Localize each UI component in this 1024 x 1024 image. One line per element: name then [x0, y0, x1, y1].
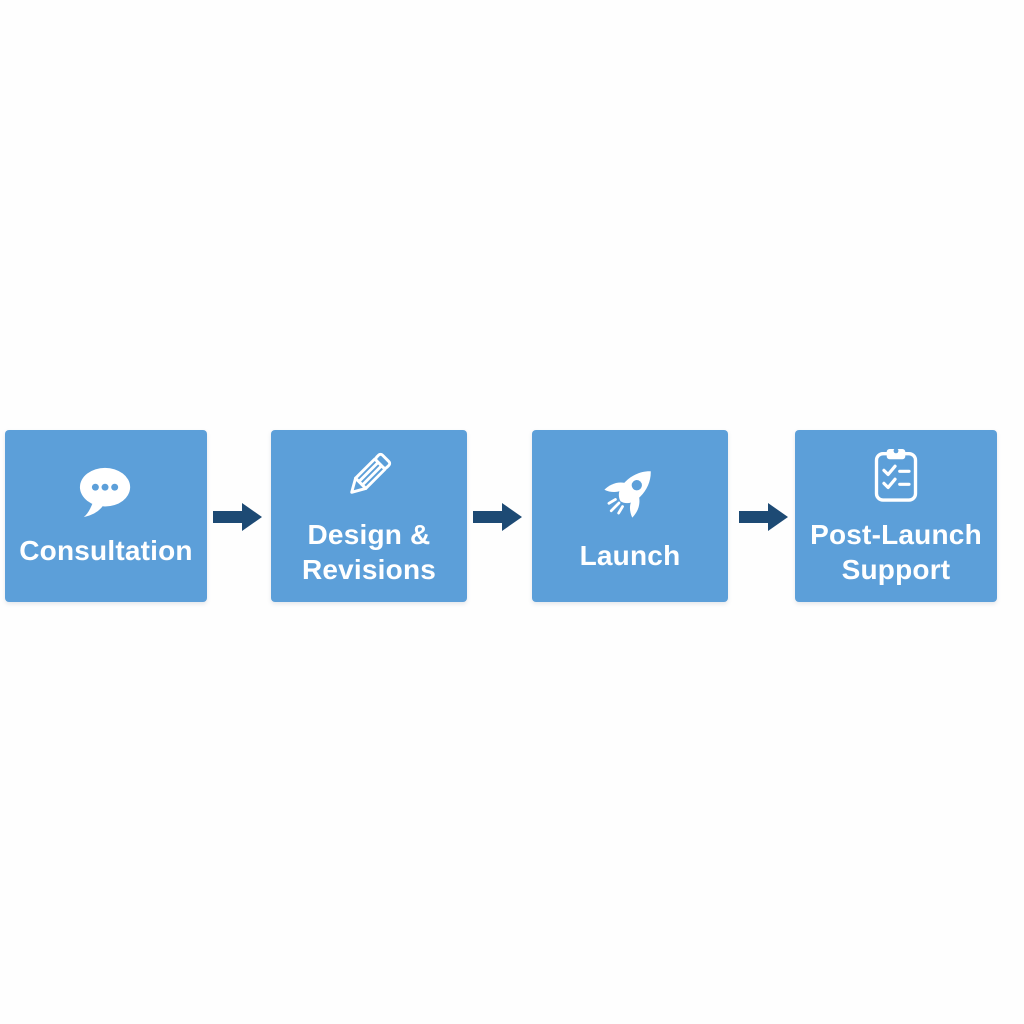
clipboard-checklist-icon	[874, 447, 918, 502]
step-label-line: Launch	[579, 540, 681, 571]
step-label-line: Consultation	[19, 535, 193, 566]
step-consultation: Consultation	[5, 430, 207, 602]
arrow-right-icon	[213, 503, 262, 531]
rocket-icon	[604, 471, 651, 518]
step-label: Design & Revisions	[302, 517, 436, 587]
step-post-launch-support: Post-Launch Support	[795, 430, 997, 602]
step-design-revisions: Design & Revisions	[271, 430, 467, 602]
step-label-line: Design &	[307, 518, 431, 550]
step-label: Launch	[580, 538, 681, 573]
step-launch: Launch	[532, 430, 728, 602]
step-label-line: Support	[841, 553, 951, 585]
pencil-icon	[350, 452, 392, 494]
step-label: Consultation	[19, 533, 193, 568]
step-label: Post-Launch Support	[810, 517, 982, 587]
step-label-line: Post-Launch	[810, 518, 982, 550]
arrow-right-icon	[473, 503, 522, 531]
step-label-line: Revisions	[301, 553, 437, 585]
chat-bubble-icon	[79, 467, 131, 518]
arrow-right-icon	[739, 503, 788, 531]
